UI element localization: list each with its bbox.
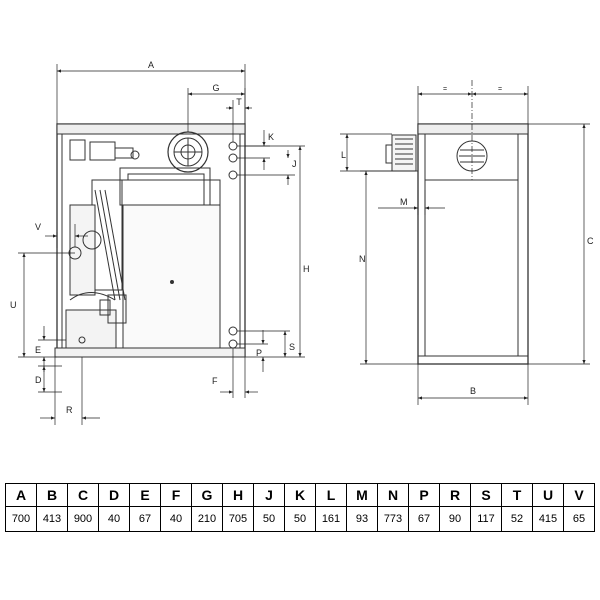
label-f: F <box>212 376 218 386</box>
flow-connection <box>228 141 238 151</box>
side-view-labels: = = L M N C B <box>341 86 594 396</box>
label-c: C <box>587 236 594 246</box>
header-cell: T <box>501 483 533 507</box>
header-cell: M <box>346 483 378 507</box>
top-panel <box>56 123 246 135</box>
label-n: N <box>359 254 366 264</box>
header-cell: C <box>67 483 99 507</box>
heat-exchanger <box>122 204 221 349</box>
label-m: M <box>400 197 408 207</box>
label-s: S <box>289 342 295 352</box>
label-r: R <box>66 405 73 415</box>
value-cell: 700 <box>5 506 37 532</box>
label-equal-right: = <box>498 86 502 93</box>
header-cell: B <box>36 483 68 507</box>
header-cell: N <box>377 483 409 507</box>
header-cell: S <box>470 483 502 507</box>
value-cell: 65 <box>563 506 595 532</box>
header-cell: F <box>160 483 192 507</box>
value-cell: 415 <box>532 506 564 532</box>
value-cell: 40 <box>160 506 192 532</box>
label-t: T <box>236 97 242 107</box>
label-p: P <box>256 348 262 358</box>
front-view-dimensions <box>18 64 305 425</box>
label-a: A <box>148 60 154 70</box>
label-l: L <box>341 150 346 160</box>
label-j: J <box>292 159 297 169</box>
value-cell: 413 <box>36 506 68 532</box>
header-cell: J <box>253 483 285 507</box>
side-view <box>385 123 529 365</box>
header-cell: G <box>191 483 223 507</box>
label-u: U <box>10 300 17 310</box>
technical-drawing: A G T K J H V U E D R F P S <box>10 60 594 425</box>
label-g: G <box>212 83 219 93</box>
value-cell: 50 <box>284 506 316 532</box>
value-cell: 40 <box>98 506 130 532</box>
header-cell: A <box>5 483 37 507</box>
label-e: E <box>35 345 41 355</box>
label-d: D <box>35 375 42 385</box>
value-cell: 705 <box>222 506 254 532</box>
header-cell: P <box>408 483 440 507</box>
label-h: H <box>303 264 310 274</box>
header-cell: R <box>439 483 471 507</box>
value-cell: 773 <box>377 506 409 532</box>
side-casing <box>417 123 529 365</box>
value-cell: 67 <box>129 506 161 532</box>
header-cell: L <box>315 483 347 507</box>
front-view <box>54 123 246 358</box>
value-cell: 161 <box>315 506 347 532</box>
front-view-labels: A G T K J H V U E D R F P S <box>10 60 310 415</box>
dimensions-table: A B C D E F G H J K L M N P R S T U V 70… <box>5 483 595 532</box>
return-connection <box>228 153 238 163</box>
label-b: B <box>470 386 476 396</box>
label-k: K <box>268 132 274 142</box>
label-equal-left: = <box>443 86 447 93</box>
header-cell: K <box>284 483 316 507</box>
dimensions-header-row: A B C D E F G H J K L M N P R S T U V <box>5 483 595 507</box>
header-cell: H <box>222 483 254 507</box>
dimensions-value-row: 700 413 900 40 67 40 210 705 50 50 161 9… <box>5 506 595 532</box>
value-cell: 67 <box>408 506 440 532</box>
rear-vent <box>391 134 417 172</box>
value-cell: 93 <box>346 506 378 532</box>
value-cell: 210 <box>191 506 223 532</box>
value-cell: 50 <box>253 506 285 532</box>
value-cell: 117 <box>470 506 502 532</box>
side-view-dimensions <box>340 80 590 405</box>
label-v: V <box>35 222 41 232</box>
value-cell: 900 <box>67 506 99 532</box>
header-cell: D <box>98 483 130 507</box>
header-cell: U <box>532 483 564 507</box>
value-cell: 90 <box>439 506 471 532</box>
header-cell: E <box>129 483 161 507</box>
base-plinth <box>54 347 246 358</box>
header-cell: V <box>563 483 595 507</box>
value-cell: 52 <box>501 506 533 532</box>
